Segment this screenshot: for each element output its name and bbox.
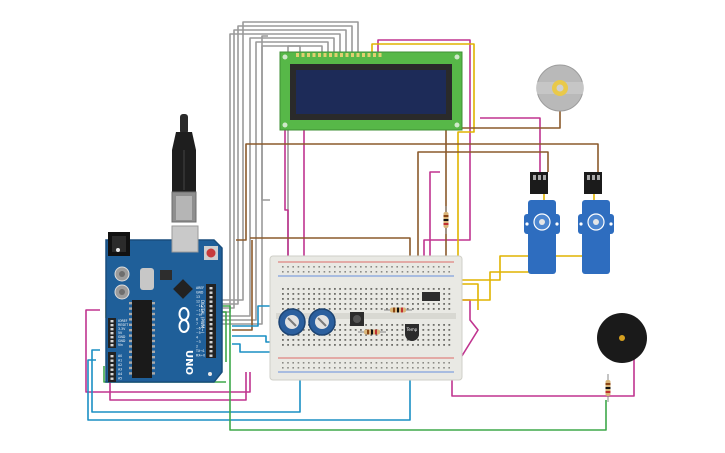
pin-label: 13	[196, 295, 200, 299]
digital-label: DIGITAL (PWM~)	[200, 300, 205, 334]
potentiometer-2[interactable]	[308, 308, 336, 336]
pin-label: GND	[118, 335, 126, 339]
pin-label: A3	[118, 368, 122, 372]
resistor-buzzer[interactable]	[605, 374, 611, 402]
pin-label: ~6	[196, 327, 201, 331]
pin-label: ~11	[196, 304, 203, 308]
lcd-display	[279, 51, 463, 131]
pin-label: 7	[196, 322, 198, 326]
pin-label: 8	[196, 318, 198, 322]
pin-label: A1	[118, 359, 122, 363]
pin-label: RX←0	[196, 354, 205, 358]
pin-label: ~3	[196, 340, 201, 344]
pin-label: 4	[196, 336, 198, 340]
pin-label: GND	[196, 291, 204, 295]
motor-driver-transistor[interactable]	[422, 292, 440, 301]
gray-wire-bundle[interactable]	[214, 21, 359, 325]
pin-label: ~10	[196, 309, 203, 313]
pin-label: 5V	[118, 331, 123, 335]
dc-motor[interactable]	[536, 64, 584, 112]
pin-label: ~5	[196, 331, 201, 335]
servo-motor-2[interactable]	[578, 172, 614, 274]
piezo-buzzer[interactable]	[597, 313, 647, 363]
pin-label: A2	[118, 363, 122, 367]
pin-label: A5	[118, 377, 122, 381]
pin-label: 12	[196, 300, 200, 304]
pin-label: AREF	[196, 286, 204, 290]
pin-label: ~9	[196, 313, 201, 317]
temperature-sensor-label: Temp	[406, 327, 418, 332]
blue-wires[interactable]	[87, 305, 411, 421]
pin-label: 3.3V	[118, 327, 126, 331]
usb-cable	[171, 114, 197, 223]
board-brand-label: UNO	[183, 350, 194, 375]
pin-label: Vin	[118, 343, 123, 347]
pin-label: A4	[118, 372, 122, 376]
arduino-uno-board: UNO DIGITAL (PWM~) AREFGND1312~11~10~987…	[105, 114, 223, 383]
breadboard	[269, 255, 463, 381]
resistor-button[interactable]	[384, 307, 412, 313]
resistor-servo[interactable]	[443, 206, 449, 234]
pin-label: A0	[118, 354, 122, 358]
pin-label: GND	[118, 339, 126, 343]
pin-label: TX→1	[195, 349, 205, 353]
resistor-sensor[interactable]	[358, 329, 386, 335]
servo-motor-1[interactable]	[524, 172, 560, 274]
pin-label: RESET	[118, 323, 128, 327]
temperature-sensor[interactable]: Temp	[405, 324, 419, 341]
brown-wires[interactable]	[232, 100, 599, 331]
pushbutton[interactable]	[350, 312, 364, 326]
pin-label: IOREF	[118, 319, 128, 323]
potentiometer-1[interactable]	[278, 308, 306, 336]
arduino-infinity-logo	[178, 307, 190, 333]
pin-label: 2	[196, 345, 198, 349]
wires	[85, 21, 635, 431]
